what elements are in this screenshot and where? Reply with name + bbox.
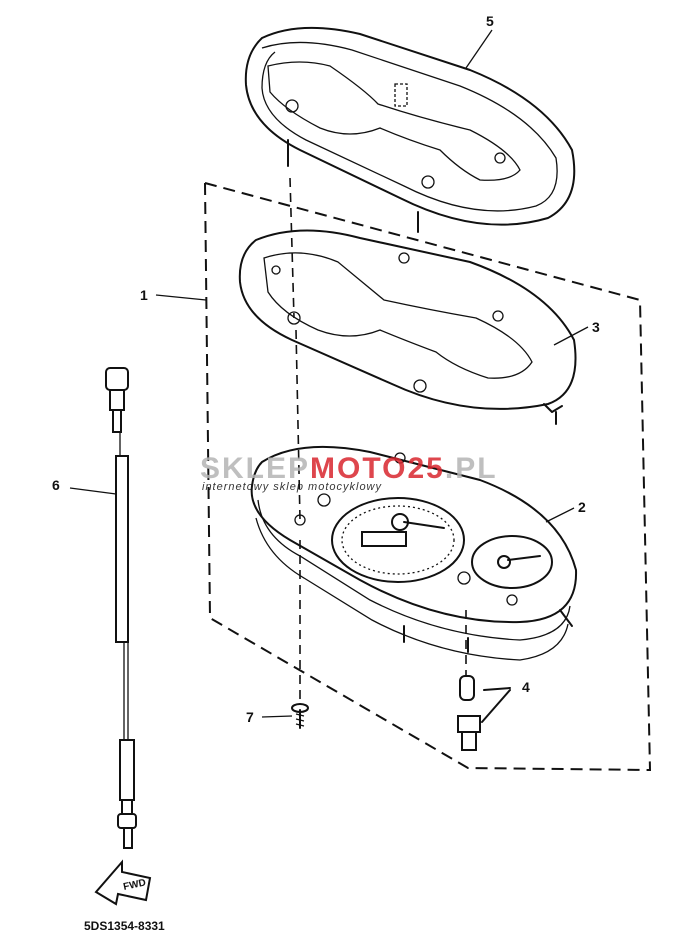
part-6-speedometer-cable bbox=[105, 367, 137, 849]
part-5-outer-cover bbox=[244, 26, 576, 233]
diagram-part-number: 5DS1354-8331 bbox=[84, 919, 165, 933]
part-2-meter-assembly bbox=[250, 445, 578, 661]
fwd-label: FWD bbox=[122, 877, 147, 892]
watermark-moto: MOTO bbox=[310, 452, 407, 485]
callout-5: 5 bbox=[486, 13, 494, 29]
watermark-sklep: SKLEP bbox=[200, 452, 310, 485]
part-3-meter-panel bbox=[238, 229, 577, 425]
forward-direction-arrow: FWD bbox=[94, 859, 152, 906]
leader-lines bbox=[69, 29, 589, 718]
callout-4: 4 bbox=[522, 679, 530, 695]
part-7-screw bbox=[291, 703, 309, 729]
part-4-bulb-and-socket bbox=[457, 675, 511, 751]
watermark-tld: .PL bbox=[445, 452, 498, 485]
watermark-tagline: internetowy sklep motocyklowy bbox=[202, 481, 383, 493]
callout-3: 3 bbox=[592, 319, 600, 335]
callout-7: 7 bbox=[246, 709, 254, 725]
svg-text:SKLEPMOTO25.PL: SKLEPMOTO25.PL bbox=[200, 452, 498, 485]
assembly-boundary bbox=[203, 181, 652, 772]
alignment-lines bbox=[289, 177, 467, 704]
callout-1: 1 bbox=[140, 287, 148, 303]
watermark: SKLEPMOTO25.PL internetowy sklep motocyk… bbox=[200, 452, 498, 493]
watermark-25: 25 bbox=[407, 452, 444, 485]
callout-2: 2 bbox=[578, 499, 586, 515]
callout-6: 6 bbox=[52, 477, 60, 493]
